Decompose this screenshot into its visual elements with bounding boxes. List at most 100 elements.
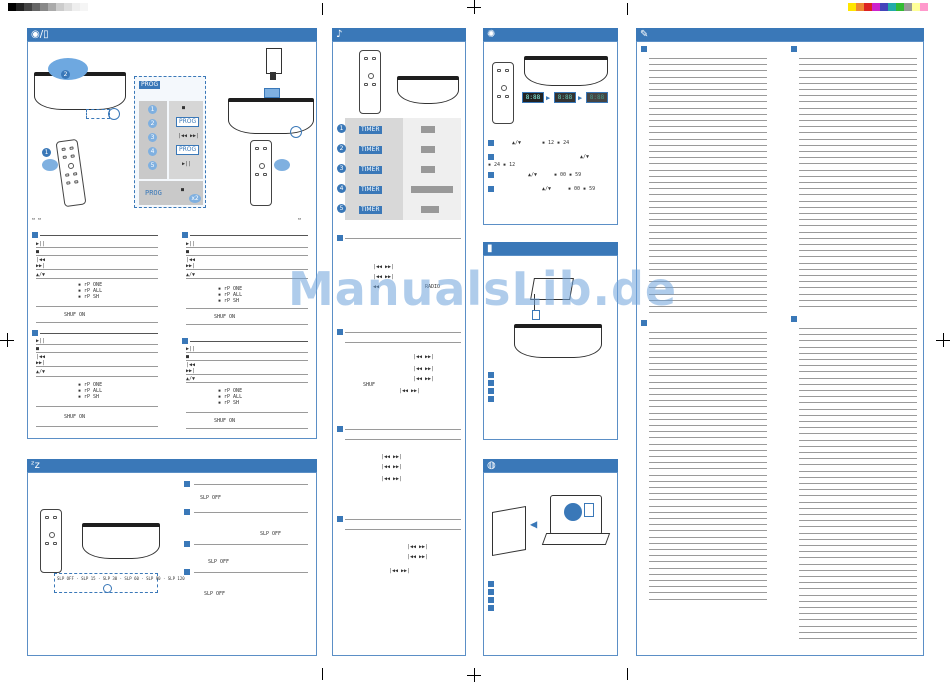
- text-line: [649, 363, 767, 364]
- panel-notes: [636, 41, 924, 656]
- text-line: [649, 194, 767, 196]
- text-line: [799, 520, 917, 522]
- text-line: [799, 157, 917, 159]
- text-line: [799, 113, 917, 115]
- text-line: [799, 452, 917, 453]
- text-line: [649, 299, 767, 301]
- speaker-illustration: [82, 525, 160, 559]
- booklet-illustration: [492, 506, 526, 556]
- text-line: [799, 476, 917, 478]
- text-line: [799, 352, 917, 354]
- watermark: ManualsLib.de: [288, 262, 678, 316]
- text-line: [649, 175, 767, 177]
- text-line: [649, 412, 767, 414]
- remote-control-illustration: [55, 138, 87, 208]
- text-line: [799, 188, 917, 190]
- crop-mark: [322, 3, 323, 15]
- speaker-illustration: [524, 58, 608, 86]
- text-line: [799, 507, 917, 509]
- text-line: [799, 439, 917, 441]
- text-line: [799, 126, 917, 128]
- text-line: [649, 58, 767, 59]
- text-line: [649, 231, 767, 233]
- panel-online: ◀: [483, 472, 618, 656]
- text-line: [649, 555, 767, 557]
- text-line: [799, 132, 917, 134]
- text-line: [799, 219, 917, 221]
- remote-control-illustration: [492, 62, 514, 124]
- text-line: [649, 598, 767, 600]
- step-marker: 2: [61, 70, 70, 79]
- text-line: [649, 567, 767, 569]
- text-line: [799, 82, 917, 84]
- text-line: [799, 268, 917, 270]
- text-line: [799, 70, 917, 72]
- panel-alarm: TIMER TIMER TIMER TIMER TIMER 1 2 3 4 5 …: [332, 41, 466, 656]
- bell-icon: ♪: [336, 29, 343, 40]
- text-line: [649, 549, 767, 550]
- text-line: [649, 338, 767, 340]
- text-line: [649, 89, 767, 90]
- text-line: [799, 107, 917, 109]
- pencil-icon: ✎: [640, 29, 649, 40]
- text-line: [649, 592, 767, 594]
- text-line: [649, 499, 767, 501]
- text-line: [649, 356, 767, 358]
- sleep-sequence: SLP OFF · SLP 15 · SLP 30 · SLP 60 · SLP…: [54, 573, 185, 593]
- text-line: [799, 613, 917, 615]
- text-line: [799, 557, 917, 559]
- section-header-notes: ✎: [636, 28, 924, 41]
- text-line: [649, 580, 767, 581]
- text-line: [649, 101, 767, 103]
- text-line: [649, 443, 767, 445]
- text-line: [649, 487, 767, 488]
- text-line: [799, 607, 917, 608]
- text-line: [649, 200, 767, 202]
- remote-control-illustration: [250, 140, 272, 206]
- text-line: [799, 421, 917, 422]
- text-line: [649, 306, 767, 307]
- text-line: [799, 532, 917, 534]
- text-line: [799, 526, 917, 528]
- section-header-alarm: ♪: [332, 28, 466, 41]
- text-line: [649, 312, 767, 314]
- text-line: [649, 76, 767, 78]
- text-line: [649, 188, 767, 190]
- text-line: [799, 200, 917, 202]
- text-line: [649, 400, 767, 402]
- text-line: [799, 538, 917, 540]
- text-line: [649, 474, 767, 476]
- text-line: [799, 625, 917, 627]
- text-line: [799, 433, 917, 435]
- text-line: [649, 431, 767, 433]
- text-line: [799, 306, 917, 307]
- text-line: [649, 250, 767, 252]
- text-line: [649, 70, 767, 72]
- text-line: [649, 182, 767, 183]
- text-line: [799, 64, 917, 66]
- text-line: [649, 169, 767, 171]
- sun-icon: ✺: [487, 29, 496, 40]
- text-line: [649, 536, 767, 538]
- text-line: [649, 425, 767, 426]
- text-line: [799, 377, 917, 379]
- text-line: [799, 262, 917, 264]
- text-line: [799, 275, 917, 276]
- text-line: [799, 95, 917, 97]
- globe-icon: ◍: [487, 460, 496, 471]
- text-line: [649, 132, 767, 134]
- display-bright: 8:88: [522, 92, 544, 103]
- text-line: [649, 493, 767, 495]
- text-line: [799, 414, 917, 416]
- text-line: [799, 299, 917, 301]
- text-line: [649, 350, 767, 352]
- text-line: [649, 456, 767, 457]
- notes-column-right: [799, 42, 917, 657]
- text-line: [649, 344, 767, 346]
- text-line: [649, 213, 767, 214]
- text-line: [799, 328, 917, 329]
- text-line: [799, 151, 917, 152]
- text-line: [649, 144, 767, 146]
- panel-sleep: SLP OFF · SLP 15 · SLP 30 · SLP 60 · SLP…: [27, 472, 317, 656]
- text-line: [799, 383, 917, 385]
